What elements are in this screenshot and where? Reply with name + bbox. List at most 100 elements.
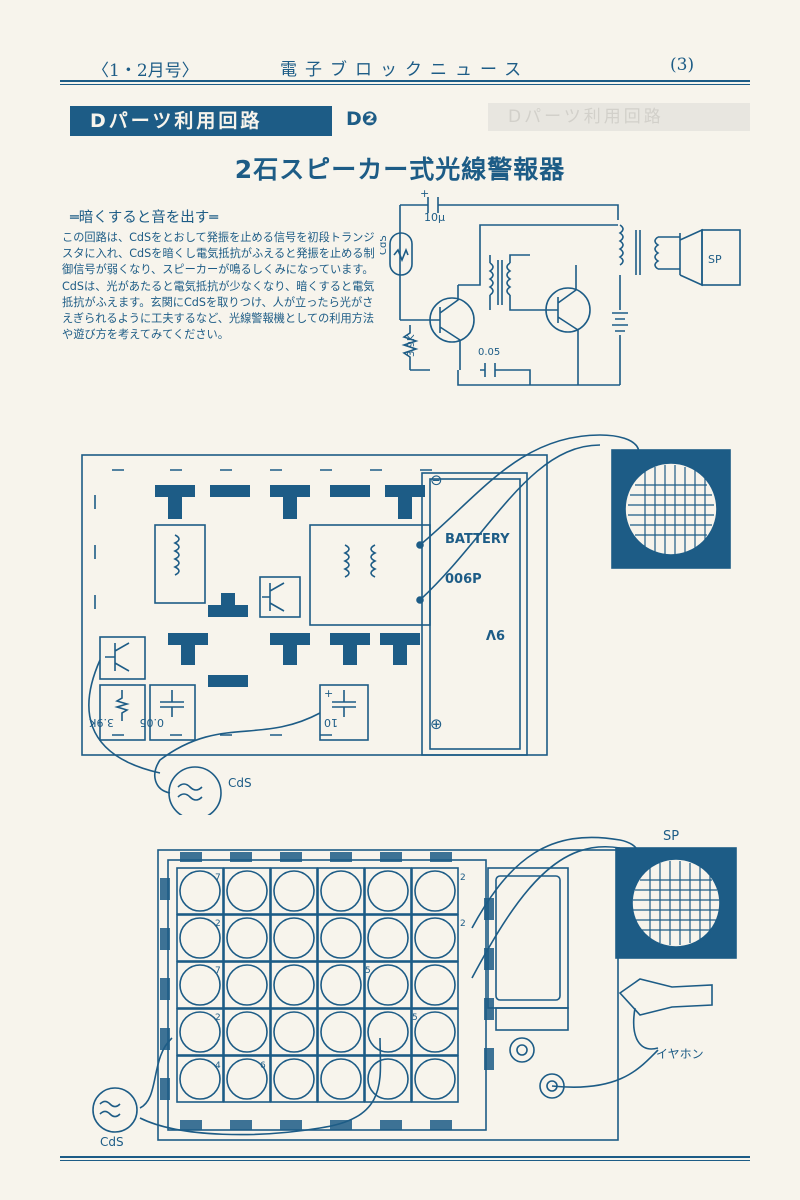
grid-num-5a: 5 <box>365 966 371 976</box>
grid-cell-circle <box>320 917 362 959</box>
board1-cap2-plus: + <box>324 687 333 700</box>
grid-cell <box>411 961 459 1009</box>
grid-num-2b: 2 <box>215 1013 221 1023</box>
grid-cell-circle <box>226 1058 268 1100</box>
grid-cell <box>364 914 412 962</box>
grid-cell <box>223 914 271 962</box>
grid-cell <box>223 1055 271 1103</box>
grid-num-7b: 7 <box>215 966 221 976</box>
grid-cell <box>223 1008 271 1056</box>
issue-label: 〈1・2月号〉 <box>92 61 199 81</box>
grid-cell <box>223 867 271 915</box>
grid-cell-circle <box>179 870 221 912</box>
battery-minus: ⊖ <box>430 471 443 489</box>
header-rule <box>60 80 750 82</box>
grid-num-4: 4 <box>215 1061 221 1071</box>
grid-cell <box>411 1008 459 1056</box>
board2-cds-label: CdS <box>100 1135 124 1149</box>
grid-cell <box>270 914 318 962</box>
grid-cell-circle <box>367 870 409 912</box>
schematic-cap-top-label: 10μ <box>424 211 445 224</box>
section-banner: Dパーツ利用回路 <box>70 106 332 136</box>
article-title: 2石スピーカー式光線警報器 <box>234 155 566 184</box>
grid-cell <box>364 961 412 1009</box>
grid-cell-circle <box>414 1058 456 1100</box>
grid-cell-circle <box>414 964 456 1006</box>
grid-cell <box>317 867 365 915</box>
battery-voltage: 9V <box>486 626 505 641</box>
grid-num-2c: 2 <box>460 873 466 883</box>
grid-cell-circle <box>367 1011 409 1053</box>
board1-cds-label: CdS <box>228 776 252 790</box>
grid-cell <box>411 867 459 915</box>
schematic-cap-plus: + <box>420 187 429 200</box>
grid-cell <box>176 1055 224 1103</box>
footer-rule <box>60 1156 750 1158</box>
newsletter-title: 電子ブロックニュース <box>280 60 530 80</box>
grid-cell-circle <box>179 1058 221 1100</box>
section-code: D❷ <box>346 108 378 130</box>
grid-cell <box>317 961 365 1009</box>
schematic-speaker-label: SP <box>708 253 722 266</box>
grid-cell-circle <box>226 917 268 959</box>
grid-cell <box>317 1008 365 1056</box>
grid-cell <box>364 1055 412 1103</box>
grid-cell-circle <box>273 1011 315 1053</box>
grid-cell-circle <box>226 964 268 1006</box>
grid-cell-circle <box>320 1011 362 1053</box>
grid-cell-circle <box>273 870 315 912</box>
grid-num-2a: 2 <box>215 919 221 929</box>
grid-cell-circle <box>179 1011 221 1053</box>
grid-num-6: 6 <box>260 1061 266 1071</box>
circuit-schematic: + 10μ CdS 3.9K SP 0.05 <box>380 187 741 386</box>
grid-cell <box>270 1055 318 1103</box>
grid-num-7a: 7 <box>215 873 221 883</box>
body-paragraph-2: CdSは、光があたると電気抵抗が少なくなり、暗くすると電気抵抗がふえます。玄関に… <box>62 279 375 342</box>
grid-cell-circle <box>367 1058 409 1100</box>
footer-rule-thin <box>60 1160 750 1161</box>
grid-cell-circle <box>367 917 409 959</box>
grid-cell-circle <box>414 917 456 959</box>
grid-num-5b: 5 <box>412 1013 418 1023</box>
grid-cell-circle <box>273 964 315 1006</box>
grid-cell <box>176 961 224 1009</box>
page-number: (3) <box>670 55 695 75</box>
grid-cell <box>270 867 318 915</box>
grid-cell <box>176 914 224 962</box>
grid-cell <box>223 961 271 1009</box>
board2-sp-label: SP <box>663 829 679 844</box>
schematic-resistor-label: 3.9K <box>406 334 417 357</box>
grid-cell-circle <box>226 1011 268 1053</box>
grid-cell-circle <box>179 964 221 1006</box>
grid-cell-circle <box>320 964 362 1006</box>
grid-cell <box>317 914 365 962</box>
schematic-cds-label: CdS <box>380 235 389 255</box>
battery-model: 006P <box>445 572 482 587</box>
grid-cell-circle <box>179 917 221 959</box>
grid-cell <box>364 1008 412 1056</box>
board1-cap1-label: 0.05 <box>140 716 165 729</box>
battery-label: BATTERY <box>445 532 510 547</box>
grid-cell <box>176 1008 224 1056</box>
grid-layout-diagram: 7 2 7 2 4 6 5 5 2 2 SP イヤホン CdS <box>92 829 737 1149</box>
grid-cell <box>411 1055 459 1103</box>
grid-cell-circle <box>320 1058 362 1100</box>
schematic-cap-bottom-label: 0.05 <box>478 347 500 358</box>
grid-cell <box>270 1008 318 1056</box>
grid-cell-circle <box>367 964 409 1006</box>
board2-earphone-label: イヤホン <box>656 1047 704 1061</box>
article-subtitle: ═暗くすると音を出す═ <box>70 210 218 226</box>
grid-cell-circle <box>273 917 315 959</box>
grid-cell <box>411 914 459 962</box>
grid-cell-circle <box>273 1058 315 1100</box>
grid-cells <box>176 867 459 1103</box>
article-body: この回路は、CdSをとおして発振を止める信号を初段トランジスタに入れ、CdSを暗… <box>62 230 378 343</box>
grid-cell <box>364 867 412 915</box>
grid-cell-circle <box>414 1011 456 1053</box>
grid-num-2d: 2 <box>460 919 466 929</box>
grid-cell-circle <box>320 870 362 912</box>
bleed-through-banner: Dパーツ利用回路 <box>488 103 750 131</box>
body-paragraph-1: この回路は、CdSをとおして発振を止める信号を初段トランジスタに入れ、CdSを暗… <box>62 231 375 277</box>
grid-cell <box>270 961 318 1009</box>
grid-cell-circle <box>226 870 268 912</box>
